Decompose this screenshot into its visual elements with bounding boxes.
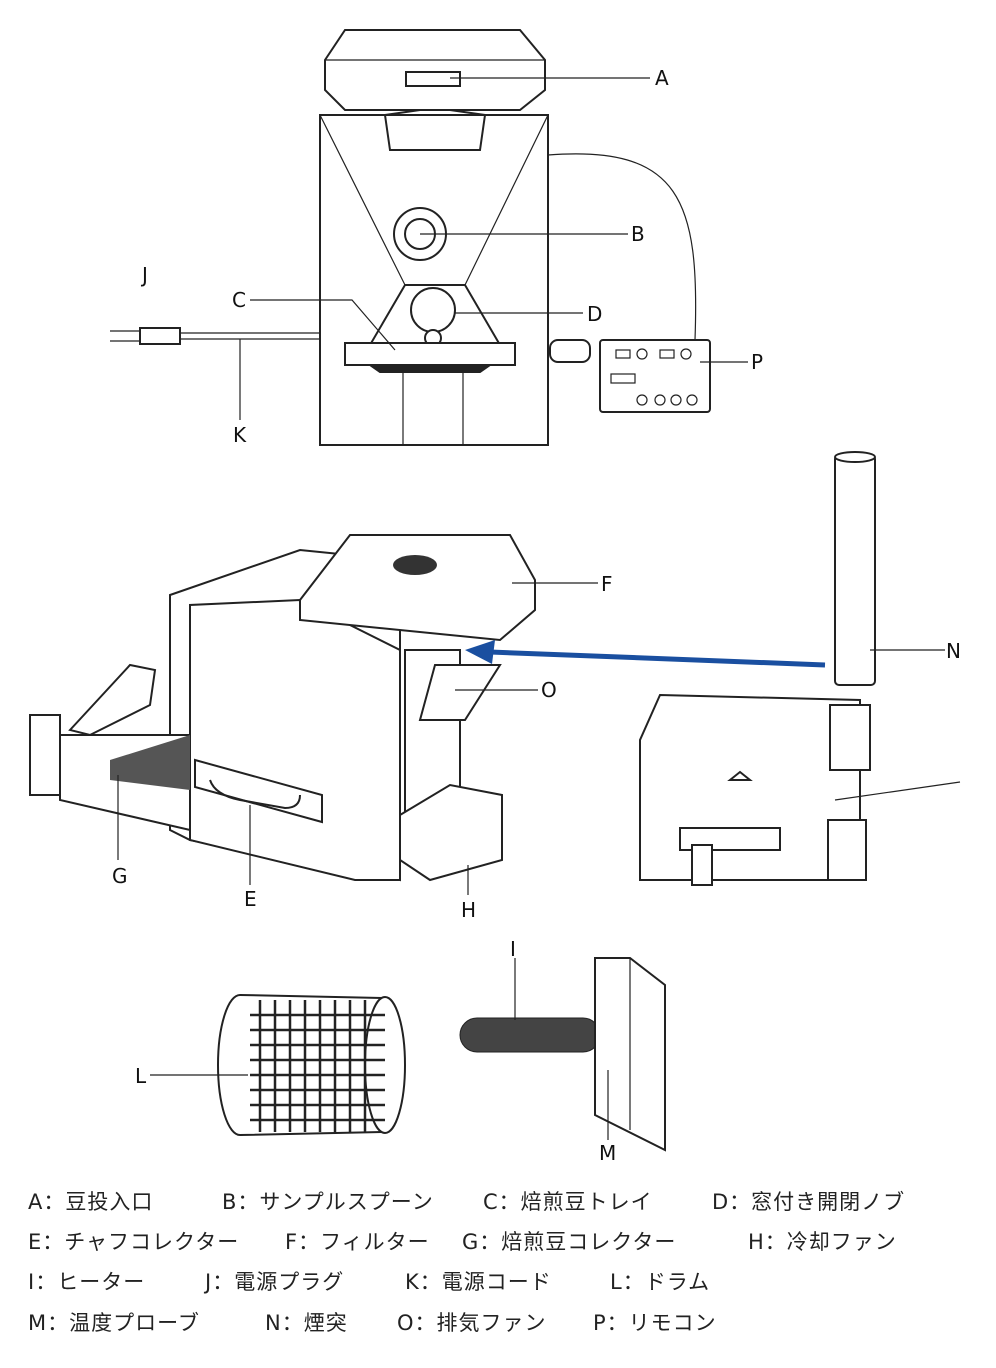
legend-item-K: K：電源コード [405, 1270, 552, 1294]
heater-drawing [459, 957, 666, 1152]
legend-item-F: F：フィルター [285, 1230, 430, 1254]
legend-item-P: P：リモコン [593, 1311, 717, 1335]
legend-item-D: D：窓付き開閉ノブ [712, 1190, 906, 1214]
legend-item-H: H：冷却ファン [748, 1230, 897, 1254]
legend-item-I: I：ヒーター [28, 1270, 146, 1294]
callout-N: N [946, 639, 961, 663]
callout-A: A [655, 66, 669, 90]
perspective-view-roaster [29, 534, 536, 882]
callout-D: D [587, 302, 602, 326]
legend-item-A: A：豆投入口 [28, 1190, 154, 1214]
legend-item-N: N：煙突 [265, 1311, 348, 1335]
callout-M: M [599, 1141, 616, 1165]
legend-item-C: C：焙煎豆トレイ [483, 1190, 653, 1214]
callout-G: G [112, 864, 128, 888]
callout-B: B [631, 222, 645, 246]
callout-K: K [233, 423, 247, 447]
install-direction-arrow [465, 640, 826, 668]
drum-drawing [217, 994, 406, 1136]
callout-O: O [541, 678, 557, 702]
callout-E: E [244, 887, 257, 911]
callout-L: L [135, 1064, 147, 1088]
callout-J: J [140, 263, 148, 287]
legend-item-G: G：焙煎豆コレクター [462, 1230, 677, 1254]
callout-F: F [601, 572, 613, 596]
legend-item-M: M：温度プローブ [28, 1311, 200, 1335]
callout-C: C [232, 288, 246, 312]
legend-item-J: J：電源プラグ [205, 1270, 345, 1294]
callout-I: I [510, 937, 516, 961]
legend-item-O: O：排気ファン [397, 1311, 547, 1335]
legend-item-E: E：チャフコレクター [28, 1230, 240, 1254]
chimney-view-roaster [639, 451, 961, 886]
front-view-roaster [110, 29, 711, 446]
callout-P: P [751, 350, 763, 374]
legend-item-B: B：サンプルスプーン [222, 1190, 434, 1214]
callout-H: H [461, 898, 476, 922]
legend-item-L: L：ドラム [610, 1270, 711, 1294]
leader-lines [117, 77, 945, 1140]
